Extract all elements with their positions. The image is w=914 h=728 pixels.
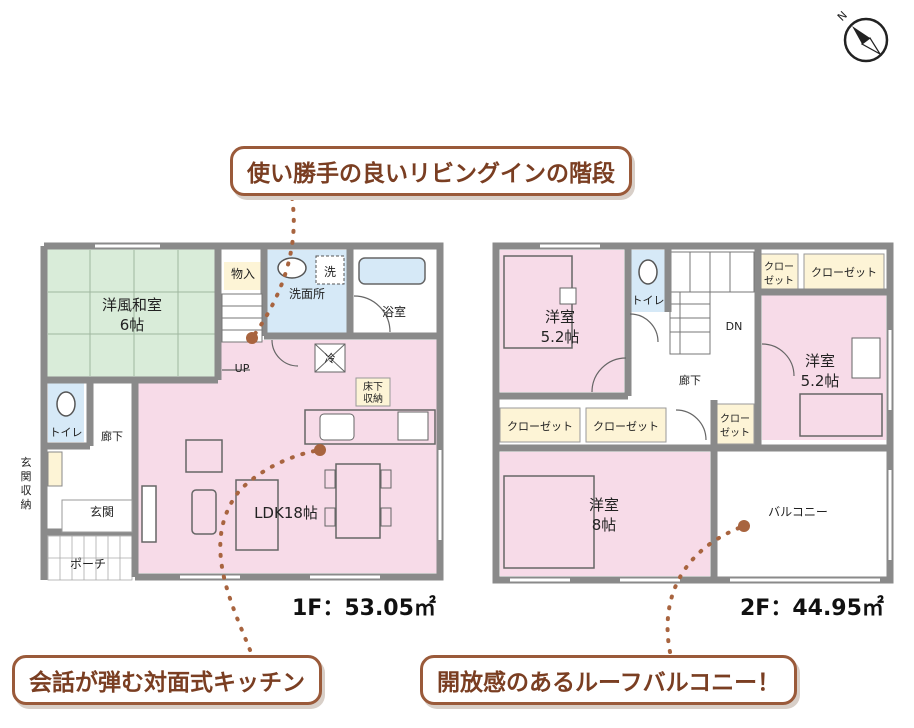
toilet-2f-label: トイレ — [632, 294, 665, 307]
porch-label: ポーチ — [70, 557, 106, 571]
closet-b-label: クローゼット — [507, 420, 573, 433]
closet-d — [715, 403, 755, 445]
callout-stairs: 使い勝手の良いリビングインの階段 — [230, 146, 632, 196]
entrance-label: 玄関 — [90, 504, 114, 519]
closet-d-label-2: ゼット — [720, 427, 750, 439]
corridor-1f-label: 廊下 — [101, 429, 123, 443]
callout-balcony: 開放感のあるルーフバルコニー！ — [420, 655, 798, 705]
balcony — [718, 452, 888, 576]
floor2-plan: 洋室 5.2帖 トイレ クロー ゼット クローゼット DN 洋室 5.2帖 廊下… — [492, 242, 894, 584]
svg-text:N: N — [835, 9, 850, 24]
toilet-1f-label: トイレ — [50, 426, 83, 439]
leader-dots — [246, 332, 750, 532]
entrance-storage-char-1: 玄 — [21, 455, 32, 469]
closet-a — [803, 253, 885, 291]
underfloor-label: 床下 — [363, 380, 383, 393]
up-label: UP — [235, 362, 250, 375]
closet-small-label-2: ゼット — [764, 275, 794, 287]
entrance-storage-char-2: 関 — [21, 470, 32, 483]
floor2-area: 2F：44.95㎡ — [740, 596, 884, 621]
room-b-size: 5.2帖 — [801, 372, 840, 390]
storage-1f — [224, 262, 262, 290]
washitsu-size: 6帖 — [120, 316, 145, 334]
closet-b — [499, 407, 581, 443]
corridor-2f-label: 廊下 — [679, 373, 701, 387]
room-a-size: 5.2帖 — [541, 328, 580, 346]
floor1-plan: 洋風和室 6帖 物入 洗 洗面所 浴室 UP 冷 床下 収納 トイレ 廊下 玄 … — [21, 242, 444, 581]
room-a-label: 洋室 — [545, 308, 575, 326]
wash-label: 洗 — [324, 265, 336, 279]
closet-a-label: クローゼット — [811, 266, 877, 279]
closet-c — [585, 407, 667, 443]
closet-d-label: クロー — [720, 413, 750, 425]
entrance-storage-label: 玄 関 収 納 — [21, 455, 32, 511]
entrance-storage-char-3: 収 — [21, 484, 32, 497]
callout-kitchen: 会話が弾む対面式キッチン — [12, 655, 322, 705]
closet-small-label: クロー — [764, 261, 794, 273]
washitsu-room — [46, 248, 218, 378]
closet-small — [759, 253, 799, 291]
bath-label: 浴室 — [382, 304, 406, 319]
ldk-label: LDK18帖 — [254, 504, 318, 522]
underfloor-label-2: 収納 — [363, 392, 383, 405]
dn-label: DN — [726, 320, 743, 333]
storage-label: 物入 — [231, 267, 255, 281]
washroom-label: 洗面所 — [289, 287, 325, 301]
room-b-label: 洋室 — [805, 352, 835, 370]
entrance-storage-char-4: 納 — [21, 498, 32, 511]
room-c-size: 8帖 — [592, 516, 617, 534]
washitsu-label: 洋風和室 — [102, 296, 162, 314]
floor1-area: 1F：53.05㎡ — [292, 596, 436, 621]
balcony-label: バルコニー — [768, 505, 828, 519]
compass-icon: N — [835, 9, 889, 63]
room-c-label: 洋室 — [589, 496, 619, 514]
closet-c-label: クローゼット — [593, 420, 659, 433]
fridge-label: 冷 — [325, 352, 336, 365]
leader-lines — [218, 196, 746, 654]
